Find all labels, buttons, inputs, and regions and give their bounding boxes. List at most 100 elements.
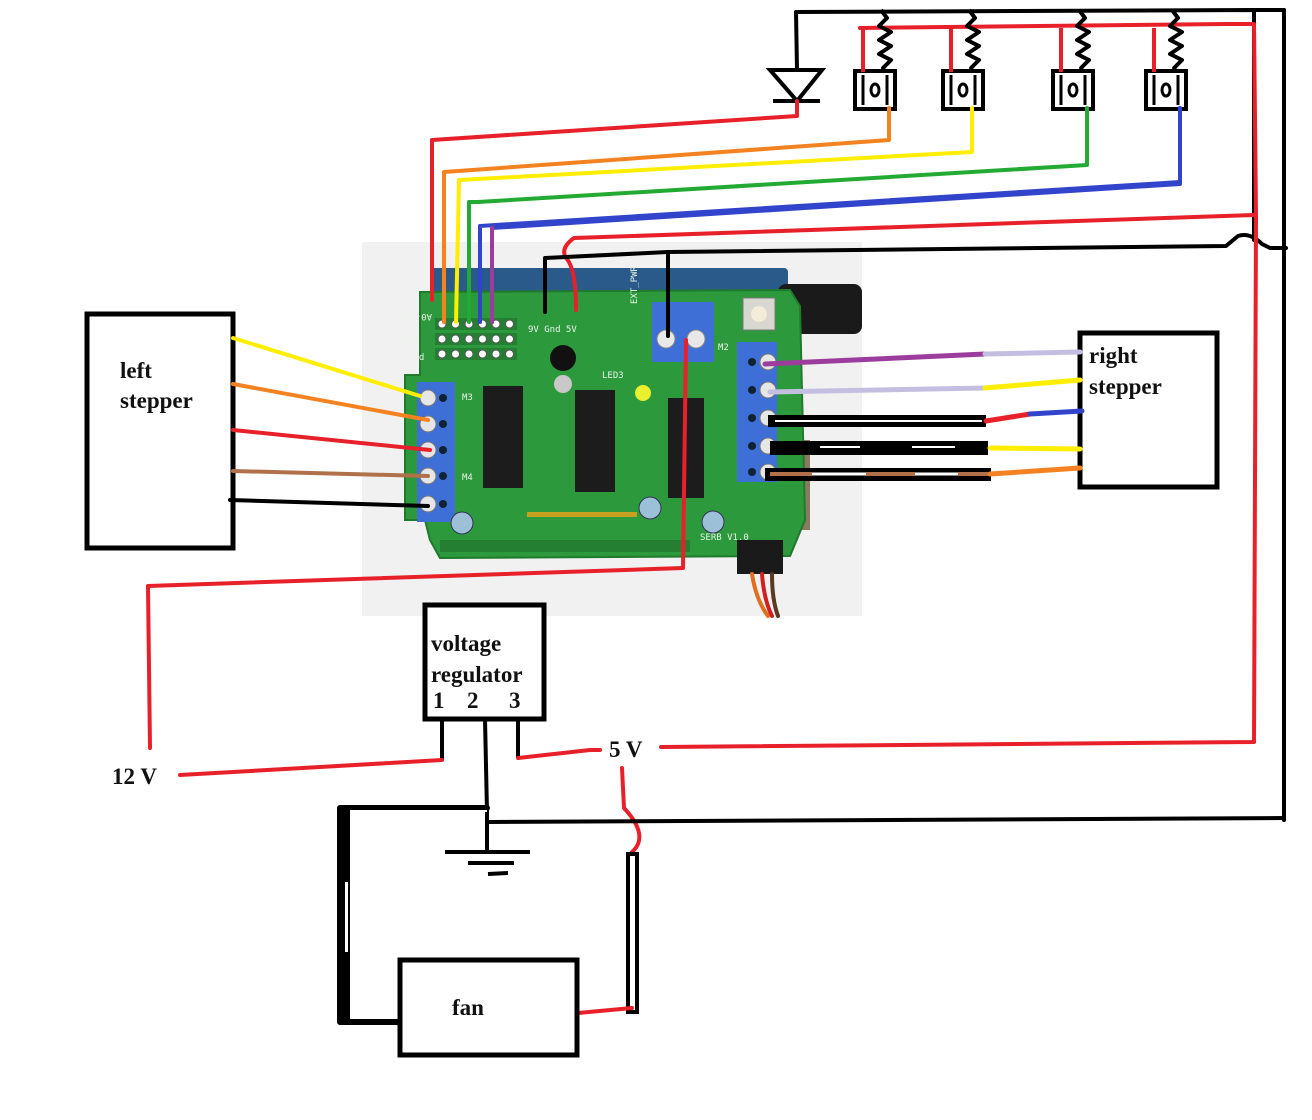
supply-12v-label: 12 V (112, 764, 157, 789)
terminal-hole (439, 472, 447, 480)
voltage-regulator: voltage regulator 1 2 3 (422, 602, 547, 813)
servo-wire-red (760, 572, 774, 618)
right-wire-yellow-a (982, 377, 1083, 391)
voltage-regulator-pin-3: 3 (509, 688, 521, 713)
switch-sw1 (853, 8, 897, 111)
wire-red-12v-ext-pwr (146, 338, 688, 750)
header-hole (464, 334, 474, 344)
ground-icon (445, 812, 530, 876)
right-wire-lavender-a (982, 349, 1083, 357)
header-hole (437, 334, 447, 344)
silk-a0-5: A0-5 (410, 311, 432, 321)
header-hole (491, 334, 501, 344)
switch-body (853, 69, 897, 111)
capacitor-c7 (450, 511, 474, 535)
header-pins-top (435, 318, 517, 360)
capacitor-c16 (701, 510, 725, 534)
switch-body (941, 69, 985, 111)
fan-red-lead (576, 1006, 634, 1015)
header-hole (451, 349, 460, 359)
wire-black-gnd-shield (543, 233, 1288, 314)
voltage-regulator-pin-2: 2 (467, 688, 479, 713)
wire-yellow-sw2 (454, 106, 974, 324)
terminal-hole (748, 442, 756, 450)
left-wire-brown (231, 469, 430, 478)
silk-m2: M2 (718, 343, 729, 353)
header-hole (505, 349, 514, 359)
terminal-hole (439, 446, 447, 454)
header-hole (478, 334, 487, 344)
left-terminal-screw (419, 389, 437, 407)
spring-icon (1168, 8, 1184, 73)
led3 (635, 385, 651, 401)
spring-icon (965, 8, 981, 73)
capacitor-c11 (638, 496, 662, 520)
terminal-hole (748, 358, 756, 366)
silk-ext-pwr: EXT_PWR (630, 265, 640, 304)
servo-wire-orange (750, 572, 770, 618)
fan-ground-wire-hl (345, 882, 348, 952)
servo-wire-brown (770, 572, 780, 618)
header-hole (464, 349, 474, 359)
terminal-hole (439, 394, 447, 402)
diode-icon (765, 68, 827, 105)
left-stepper-label-2: stepper (120, 388, 193, 413)
right-wire-blue (1027, 408, 1085, 417)
left-wire-yellow (231, 336, 422, 398)
fan-ground-wire (337, 805, 490, 1025)
silk-gnd: Gnd (408, 353, 424, 363)
supply-5v-label: 5 V (609, 737, 643, 762)
right-wire-purple (762, 351, 988, 367)
bottom-ground-rail (485, 816, 1286, 824)
voltage-regulator-box (422, 602, 547, 722)
silk-m3: M3 (462, 393, 473, 403)
header-pins-bottom (440, 540, 690, 552)
silk-9v-gnd-5v: 9V Gnd 5V (528, 325, 577, 335)
header-hole (505, 319, 514, 329)
wire-green-sw3 (467, 106, 1089, 324)
header-hole (505, 334, 514, 344)
silk-led3: LED3 (602, 371, 624, 381)
wire-red-5v-fan (620, 766, 642, 854)
diode-black-lead (794, 10, 799, 72)
right-stepper: right stepper (1077, 330, 1220, 490)
right-stepper-label-1: right (1089, 343, 1138, 368)
spring-icon (1075, 8, 1091, 73)
diode-red-wire (430, 99, 799, 302)
reset-button (742, 297, 776, 331)
right-stepper-label-2: stepper (1089, 374, 1162, 399)
switch-pivot-icon (1160, 82, 1172, 98)
fan: fan (397, 957, 580, 1058)
header-hole (451, 334, 460, 344)
right-wire-yellow-b (987, 445, 1083, 452)
voltage-regulator-pin-1: 1 (433, 688, 445, 713)
left-stepper-label-1: left (120, 358, 152, 383)
ext-power-screw-2 (686, 329, 706, 349)
switch-sw4 (1144, 8, 1188, 111)
fan-positive-wire (626, 852, 639, 1014)
wire-red-reg-out (516, 748, 602, 760)
fan-label: fan (452, 995, 484, 1020)
resistor-network-rn1 (527, 512, 637, 517)
silk-m4: M4 (462, 473, 473, 483)
right-wire-orange (987, 465, 1083, 477)
ic-l293d-1 (483, 386, 523, 488)
terminal-hole (748, 386, 756, 394)
silk-serb: SERB V1.0 (700, 533, 749, 543)
silk-plus5: +5 (408, 335, 419, 345)
top-red-bus (858, 22, 1258, 217)
switch-sw2 (941, 8, 985, 111)
wire-red-5v-bus (659, 213, 1258, 749)
right-wire-lavender-b (767, 385, 988, 395)
ic-74hc595 (575, 390, 615, 492)
left-stepper-box (84, 311, 236, 551)
terminal-hole (748, 468, 756, 476)
right-wire-red (983, 411, 1033, 424)
regulator-lead-2 (483, 718, 489, 813)
header-hole (491, 349, 501, 359)
switch-pivot-icon (869, 82, 881, 98)
switch-pivot-icon (957, 82, 969, 98)
left-stepper: left stepper (84, 311, 236, 551)
motor-shield-photo: A0-5 +5 Gnd 9V Gnd 5V EXT_PWR M3 M4 M2 L… (362, 242, 862, 618)
